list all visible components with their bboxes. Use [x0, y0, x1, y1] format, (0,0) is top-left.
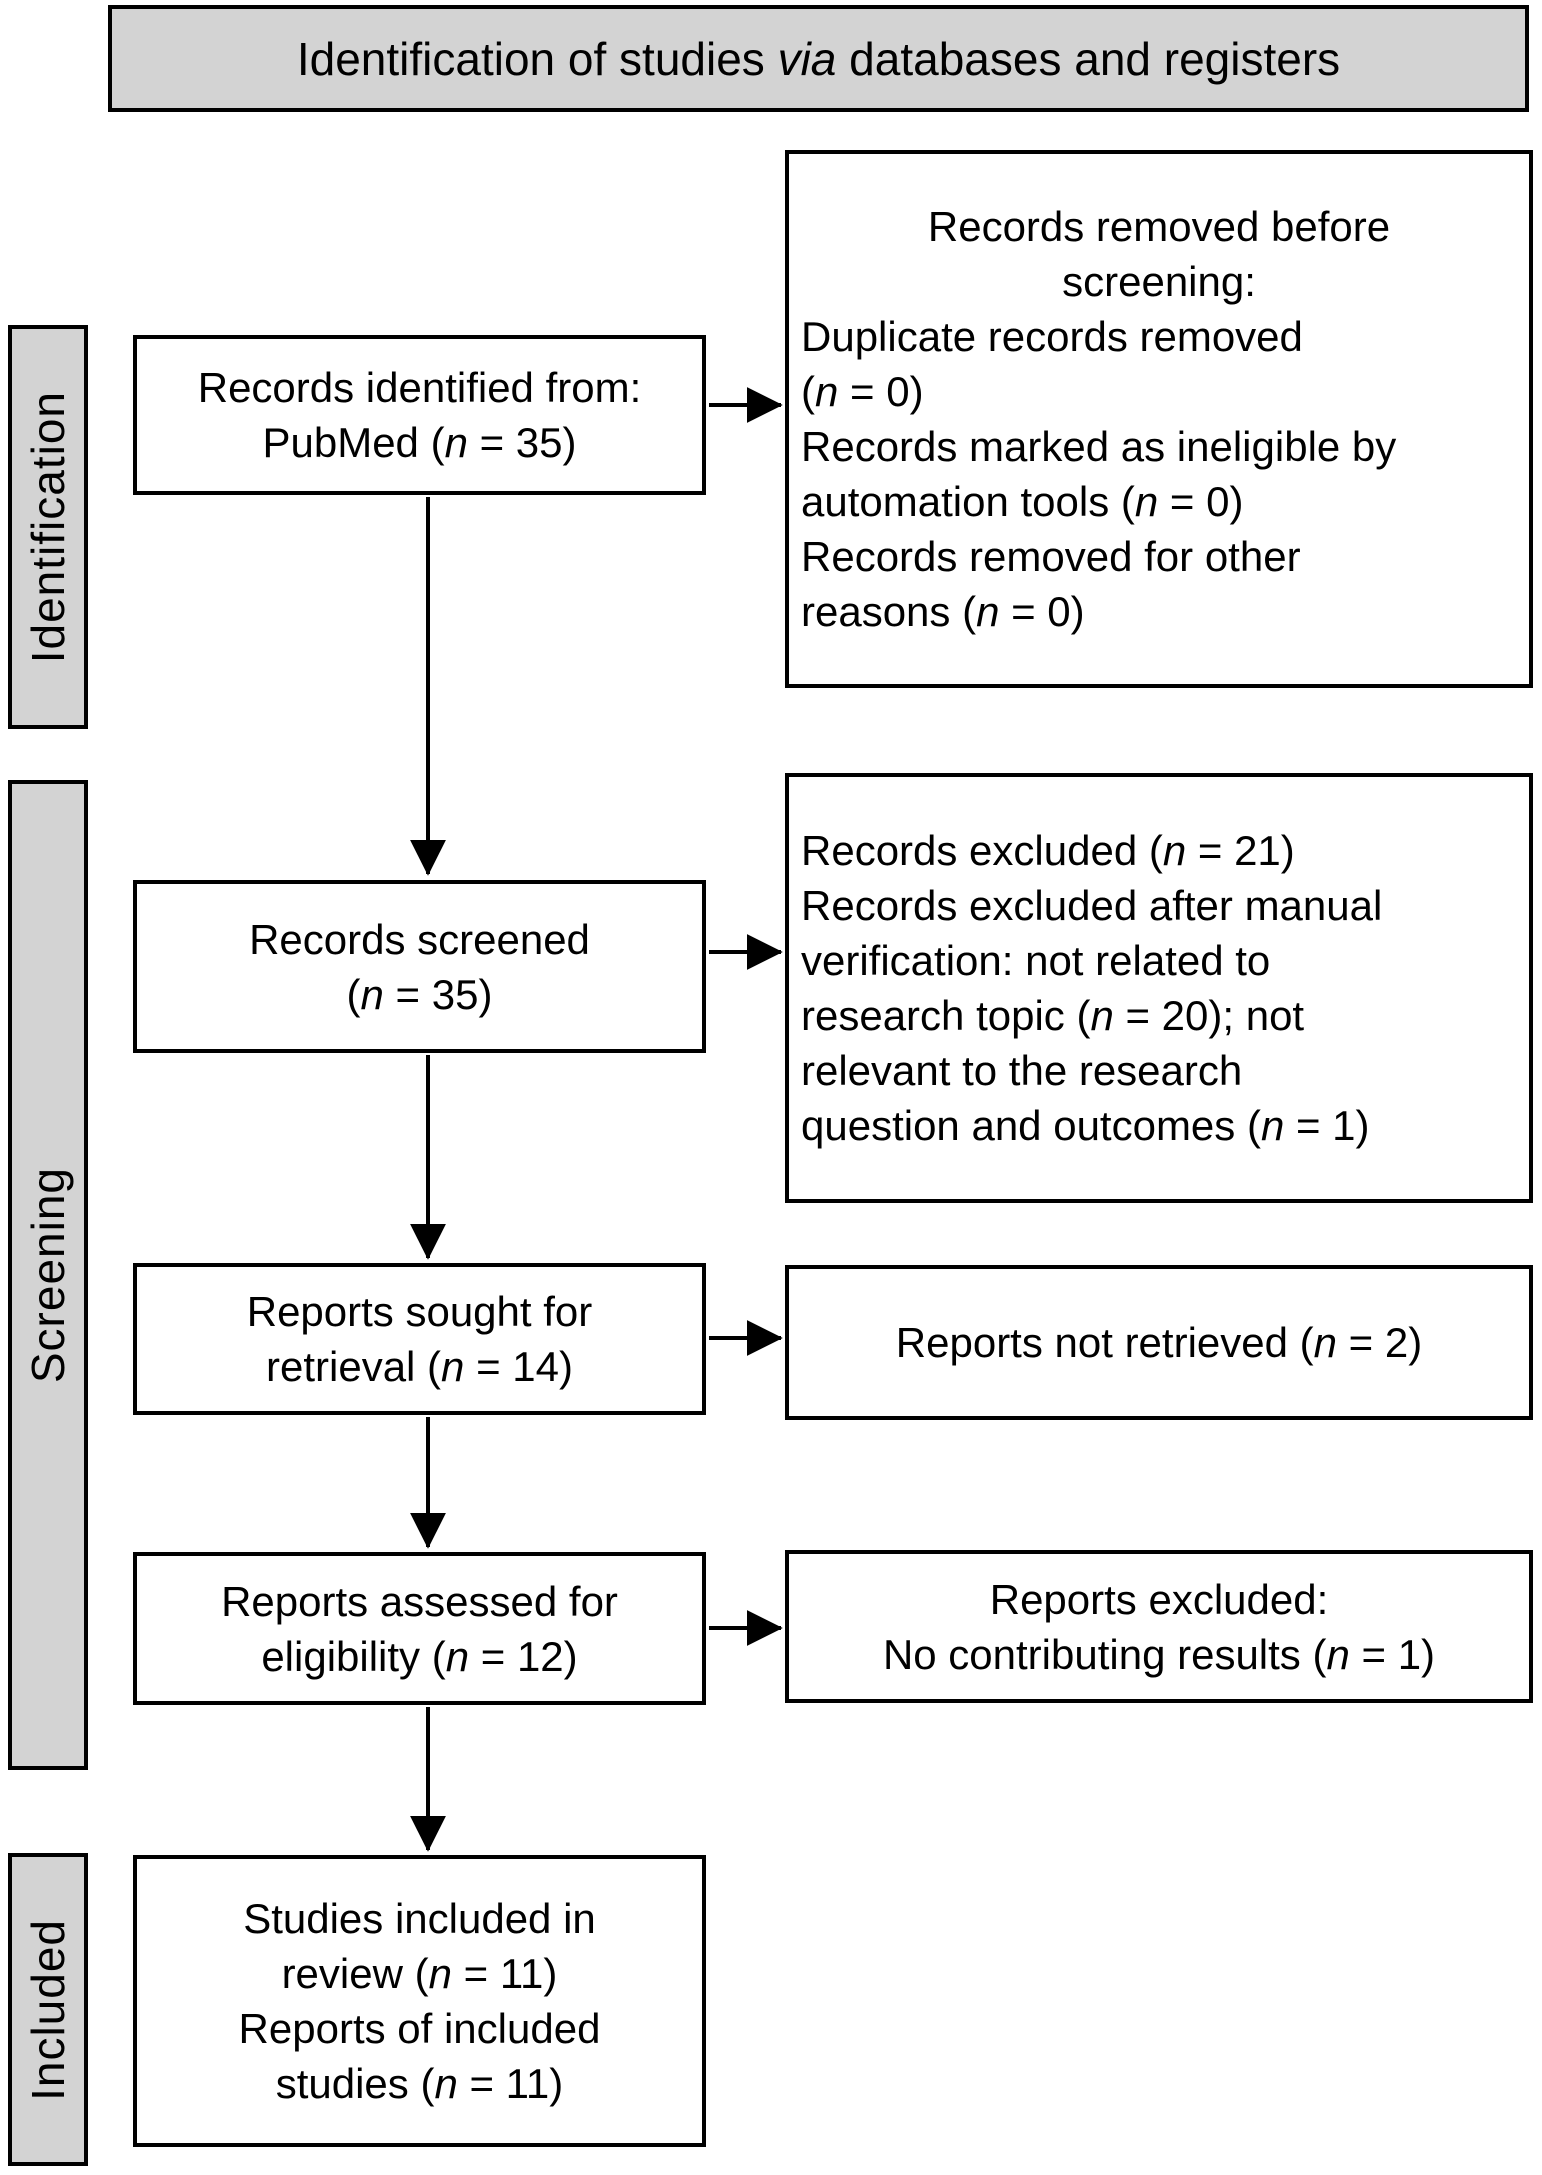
records-screened-text: Records screened (n = 35) — [249, 915, 590, 1018]
flow-box-studies-included: Studies included in review (n = 11) Repo… — [133, 1855, 706, 2147]
stage-included-text: Included — [22, 1918, 74, 2101]
records-removed-heading: Records removed before screening: — [927, 203, 1391, 305]
studies-included-text: Studies included in review (n = 11) Repo… — [238, 1895, 601, 2107]
reports-sought-text: Reports sought for retrieval (n = 14) — [246, 1288, 593, 1390]
reports-excluded-body: Reports excluded: No contributing result… — [882, 1575, 1436, 1678]
stage-label-included: Included — [8, 1853, 88, 2166]
stage-label-identification: Identification — [8, 325, 88, 729]
diagram-title: Identification of studies via databases … — [296, 32, 1341, 85]
records-identified-text: Records identified from: PubMed (n = 35) — [197, 364, 642, 466]
flow-box-reports-sought: Reports sought for retrieval (n = 14) — [133, 1263, 706, 1415]
flow-box-reports-assessed: Reports assessed for eligibility (n = 12… — [133, 1552, 706, 1705]
title-banner: Identification of studies via databases … — [108, 5, 1529, 112]
reports-not-retrieved-body: Reports not retrieved (n = 2) — [895, 1319, 1423, 1366]
flow-box-records-identified: Records identified from: PubMed (n = 35) — [133, 335, 706, 495]
side-box-reports-excluded: Reports excluded: No contributing result… — [785, 1550, 1533, 1703]
reports-assessed-text: Reports assessed for eligibility (n = 12… — [221, 1577, 618, 1680]
side-box-reports-not-retrieved: Reports not retrieved (n = 2) — [785, 1265, 1533, 1420]
stage-screening-text: Screening — [22, 1166, 74, 1384]
records-removed-body: Duplicate records removed (n = 0) Record… — [801, 313, 1397, 635]
side-box-records-removed: Records removed before screening: Duplic… — [785, 150, 1533, 688]
records-excluded-body: Records excluded (n = 21) Records exclud… — [801, 827, 1383, 1149]
stage-label-screening: Screening — [8, 780, 88, 1770]
flow-box-records-screened: Records screened (n = 35) — [133, 880, 706, 1053]
side-box-records-excluded: Records excluded (n = 21) Records exclud… — [785, 773, 1533, 1203]
stage-identification-text: Identification — [22, 390, 74, 664]
